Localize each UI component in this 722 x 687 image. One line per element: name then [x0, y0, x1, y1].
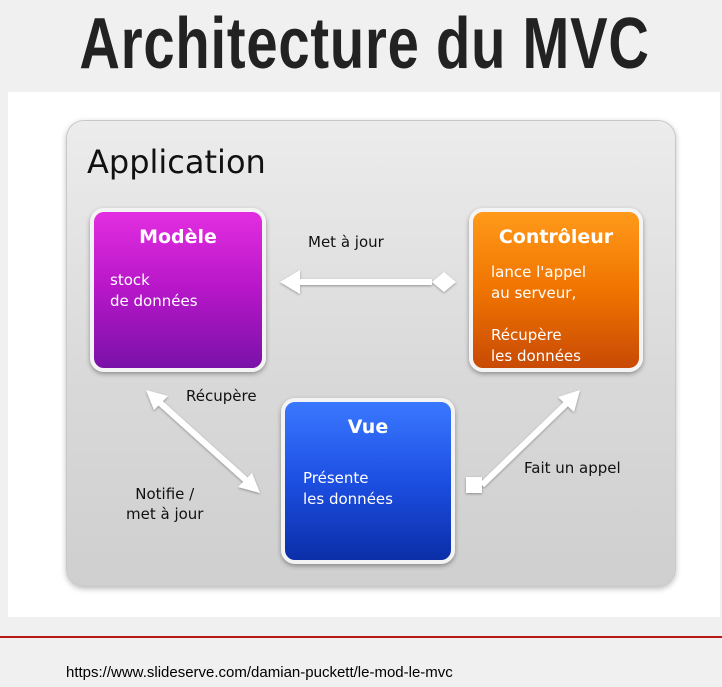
view-title: Vue: [347, 416, 389, 438]
view-node: Vue Présente les données: [281, 398, 455, 564]
mvc-diagram: Application Modèle stock de données: [8, 92, 720, 617]
label-fait-un-appel: Fait un appel: [524, 459, 621, 477]
slide-title: Architecture du MVC: [79, 4, 650, 84]
controller-node: Contrôleur lance l'appel au serveur, Réc…: [469, 208, 643, 372]
view-body: Présente les données: [303, 469, 393, 508]
controller-body: lance l'appel au serveur, Récupère les d…: [491, 263, 587, 365]
label-notifie: Notifie / met à jour: [126, 485, 204, 523]
arrows-layer: [146, 270, 580, 493]
model-title: Modèle: [139, 226, 217, 248]
controller-title: Contrôleur: [498, 226, 614, 248]
arrow-met-a-jour: [280, 270, 456, 294]
label-met-a-jour: Met à jour: [308, 233, 384, 251]
arrow-recupere-notifie: [146, 390, 260, 493]
model-node: Modèle stock de données: [90, 208, 266, 372]
model-body: stock de données: [110, 271, 198, 310]
source-link[interactable]: https://www.slideserve.com/damian-pucket…: [66, 664, 453, 681]
footer-divider: [0, 636, 722, 638]
application-label: Application: [87, 143, 266, 181]
arrow-fait-un-appel: [466, 390, 580, 493]
label-recupere: Récupère: [186, 387, 257, 405]
